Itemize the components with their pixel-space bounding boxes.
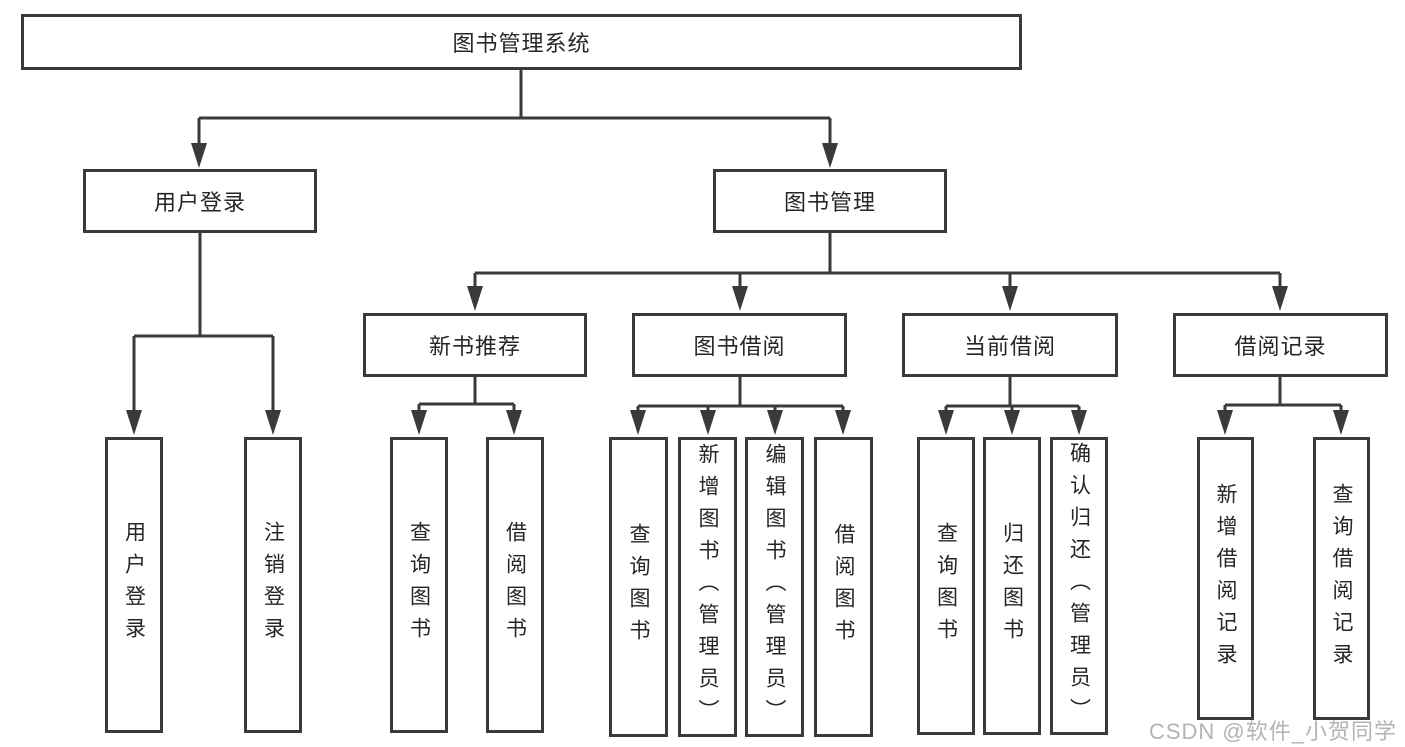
leaf-logout: 注销登录 bbox=[244, 437, 302, 733]
node-book-management-label: 图书管理 bbox=[783, 190, 876, 215]
node-user-login-group: 用户登录 bbox=[83, 169, 317, 233]
leaf-borrowing-add-admin: 新增图书（管理员） bbox=[678, 437, 737, 737]
leaf-user-login: 用户登录 bbox=[105, 437, 163, 733]
leaf-borrowing-edit-admin: 编辑图书（管理员） bbox=[745, 437, 804, 737]
node-user-login-group-label: 用户登录 bbox=[153, 190, 246, 215]
connector-records-to-leaves bbox=[1217, 377, 1349, 435]
leaf-current-query-label: 查询图书 bbox=[934, 522, 958, 650]
node-new-book-recommend-label: 新书推荐 bbox=[428, 334, 521, 359]
node-root-label: 图书管理系统 bbox=[452, 31, 591, 56]
leaf-newbooks-query: 查询图书 bbox=[390, 437, 448, 733]
leaf-borrowing-query-label: 查询图书 bbox=[627, 523, 650, 651]
leaf-records-query: 查询借阅记录 bbox=[1313, 437, 1370, 720]
leaf-borrowing-add-admin-label: 新增图书（管理员） bbox=[696, 443, 719, 731]
leaf-user-login-label: 用户登录 bbox=[122, 521, 146, 649]
node-current-borrowing-label: 当前借阅 bbox=[963, 334, 1056, 359]
connector-newbooks-to-leaves bbox=[411, 377, 522, 435]
leaf-logout-label: 注销登录 bbox=[261, 521, 285, 649]
leaf-records-add-label: 新增借阅记录 bbox=[1214, 482, 1237, 675]
connector-borrowing-to-leaves bbox=[630, 377, 851, 435]
connector-root-to-level2 bbox=[191, 70, 838, 168]
node-borrowing-records-label: 借阅记录 bbox=[1234, 334, 1327, 359]
node-root-system: 图书管理系统 bbox=[21, 14, 1022, 70]
connector-bookmgmt-to-level3 bbox=[467, 233, 1288, 311]
leaf-records-add: 新增借阅记录 bbox=[1197, 437, 1254, 720]
leaf-newbooks-query-label: 查询图书 bbox=[407, 521, 431, 649]
leaf-current-query: 查询图书 bbox=[917, 437, 975, 735]
leaf-borrowing-borrow-label: 借阅图书 bbox=[832, 523, 855, 651]
node-new-book-recommend: 新书推荐 bbox=[363, 313, 587, 377]
leaf-borrowing-query: 查询图书 bbox=[609, 437, 668, 737]
node-current-borrowing: 当前借阅 bbox=[902, 313, 1118, 377]
leaf-records-query-label: 查询借阅记录 bbox=[1330, 482, 1353, 675]
leaf-current-return-label: 归还图书 bbox=[1000, 522, 1024, 650]
connector-current-to-leaves bbox=[938, 377, 1087, 435]
leaf-current-confirm-admin: 确认归还（管理员） bbox=[1050, 437, 1108, 735]
node-book-borrowing: 图书借阅 bbox=[632, 313, 847, 377]
node-borrowing-records: 借阅记录 bbox=[1173, 313, 1388, 377]
node-book-borrowing-label: 图书借阅 bbox=[693, 334, 786, 359]
watermark: CSDN @软件_小贺同学 bbox=[1148, 719, 1397, 744]
leaf-current-confirm-admin-label: 确认归还（管理员） bbox=[1067, 442, 1091, 730]
leaf-borrowing-edit-admin-label: 编辑图书（管理员） bbox=[763, 443, 786, 731]
leaf-newbooks-borrow-label: 借阅图书 bbox=[503, 521, 527, 649]
leaf-current-return: 归还图书 bbox=[983, 437, 1041, 735]
node-book-management: 图书管理 bbox=[713, 169, 947, 233]
leaf-newbooks-borrow: 借阅图书 bbox=[486, 437, 544, 733]
connector-userlogin-to-leaves bbox=[126, 233, 281, 435]
leaf-borrowing-borrow: 借阅图书 bbox=[814, 437, 873, 737]
